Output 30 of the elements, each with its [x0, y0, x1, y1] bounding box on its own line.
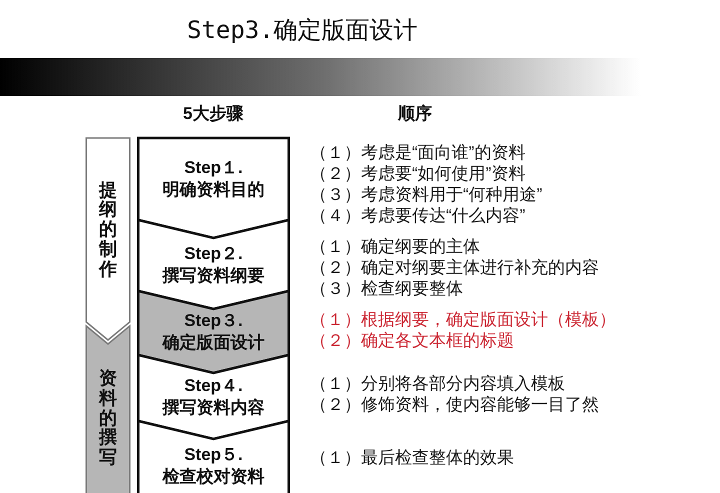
- phase-label: 提纲的制作: [99, 180, 117, 280]
- column-header: 顺序: [398, 103, 432, 125]
- step-title: 撰写资料内容: [162, 397, 264, 419]
- list-item: （１）最后检查整体的效果: [310, 447, 514, 468]
- step-number: Step４.: [184, 375, 243, 397]
- step-number: Step３.: [184, 310, 243, 332]
- step-title: 确定版面设计: [162, 332, 264, 354]
- phase-band: [85, 326, 131, 493]
- list-item: （４）考虑要传达“什么内容”: [310, 205, 526, 226]
- list-item: （１）分别将各部分内容填入模板: [310, 373, 566, 394]
- list-item: （２）确定对纲要主体进行补充的内容: [310, 257, 599, 278]
- step-number: Step１.: [184, 157, 243, 179]
- list-item: （１）根据纲要，确定版面设计（模板）: [310, 309, 616, 330]
- step-number: Step２.: [184, 242, 243, 264]
- phase-label: 资料的撰写: [99, 369, 117, 468]
- column-header: 5大步骤: [183, 103, 244, 125]
- step-title: 明确资料目的: [162, 179, 264, 201]
- step-title: 检查校对资料: [162, 466, 264, 488]
- step-number: Step５.: [184, 444, 243, 466]
- step-title: 撰写资料纲要: [162, 264, 264, 286]
- title: Step3.确定版面设计: [187, 15, 418, 46]
- list-item: （１）考虑是“面向谁”的资料: [310, 142, 526, 163]
- list-item: （３）检查纲要整体: [310, 278, 464, 299]
- process-step: [137, 421, 290, 493]
- list-item: （３）考虑资料用于“何种用途”: [310, 184, 542, 205]
- list-item: （２）确定各文本框的标题: [310, 330, 515, 351]
- list-item: （２）修饰资料，使内容能够一目了然: [310, 394, 599, 415]
- list-item: （１）确定纲要的主体: [310, 236, 481, 257]
- phase-band: [85, 138, 131, 340]
- list-item: （２）考虑要“如何使用”资料: [310, 163, 526, 184]
